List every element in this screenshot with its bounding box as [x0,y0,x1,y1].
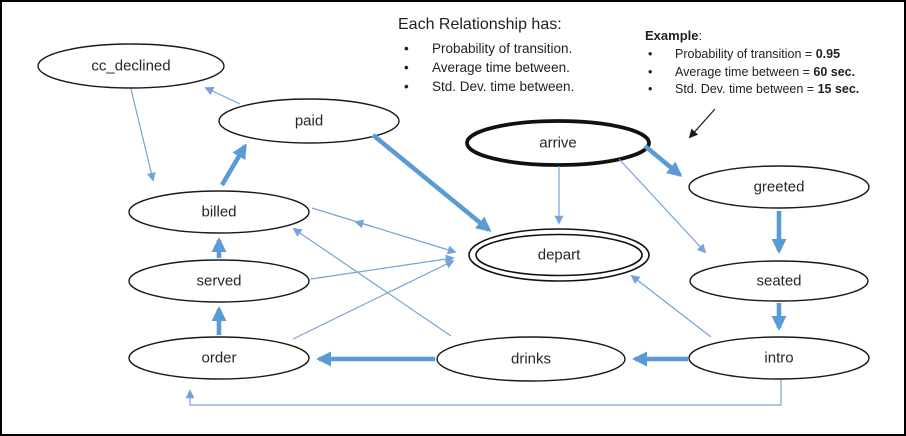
edge-paid-cc-declined [204,86,241,105]
edge-arrive-seated [618,158,707,254]
edge-intro-order [185,380,782,406]
example-bullet-value: 0.95 [815,47,841,61]
node-label-cc-declined: cc_declined [91,57,171,75]
edge-arrowhead-into-billed [354,219,375,229]
relationship-bullet-text: Std. Dev. time between. [432,79,575,94]
edge-served-depart [310,254,455,280]
edge-order-depart [292,260,455,340]
example-title: Example: [645,28,903,43]
relationship-bullet-text: Average time between. [432,60,570,75]
node-drinks [436,336,626,382]
node-label-intro: intro [764,349,794,367]
relationship-bullet: • Std. Dev. time between. [398,77,628,96]
example-bullet: • Std. Dev. time between = 15 sec. [645,81,903,99]
edge-cc-declined-billed [130,88,156,182]
node-label-paid: paid [294,112,324,130]
edge-paid-depart [371,133,492,232]
example-title-text: Example [645,28,699,43]
example-pointer-arrow-icon [688,108,716,139]
example-bullet-text: Average time between = 60 sec. [675,64,855,82]
node-label-seated: seated [756,272,802,290]
node-greeted [688,165,870,209]
node-paid [218,98,400,144]
relationship-info-title: Each Relationship has: [398,16,562,33]
node-depart-inner [475,233,643,277]
edge-drinks-billed [292,227,452,337]
node-label-served: served [196,272,242,290]
node-billed [128,190,310,234]
bullet-icon: • [648,47,653,61]
relationship-bullet: • Probability of transition. [398,39,628,58]
edge-billed-depart [311,207,457,255]
relationship-info-block: Each Relationship has: • Probability of … [398,16,628,96]
example-bullet-label: Average time between = [675,64,814,79]
relationship-bullet: • Average time between. [398,58,628,77]
node-label-depart: depart [537,246,581,264]
node-intro [688,336,870,380]
node-label-arrive: arrive [539,134,577,152]
bullet-icon: • [648,64,653,79]
bullet-icon: • [404,79,409,94]
node-served [128,259,310,303]
node-label-drinks: drinks [510,350,552,368]
example-bullet: • Average time between = 60 sec. [645,64,903,82]
example-bullet-label: Probability of transition = [675,47,816,61]
relationship-bullet-text: Probability of transition. [432,41,573,56]
node-label-order: order [201,349,237,367]
example-bullet: • Probability of transition = 0.95 [645,46,903,64]
example-bullet-value: 60 sec. [813,64,856,79]
node-cc-declined [37,43,225,89]
node-label-billed: billed [201,203,237,221]
example-bullet-text: Std. Dev. time between = 15 sec. [675,81,859,99]
edge-billed-paid [220,143,247,187]
node-label-greeted: greeted [753,178,805,196]
example-title-colon: : [698,28,703,43]
node-arrive [465,119,651,167]
bullet-icon: • [648,82,653,96]
example-bullet-value: 15 sec. [817,82,860,96]
example-bullet-text: Probability of transition = 0.95 [675,46,840,64]
example-block: Example: • Probability of transition = 0… [645,28,903,99]
edge-arrive-greeted [643,144,683,177]
node-seated [689,260,869,302]
bullet-icon: • [404,41,409,56]
bullet-icon: • [404,60,409,75]
edge-intro-depart [630,274,712,338]
node-order [128,336,310,380]
example-bullet-label: Std. Dev. time between = [675,82,818,96]
